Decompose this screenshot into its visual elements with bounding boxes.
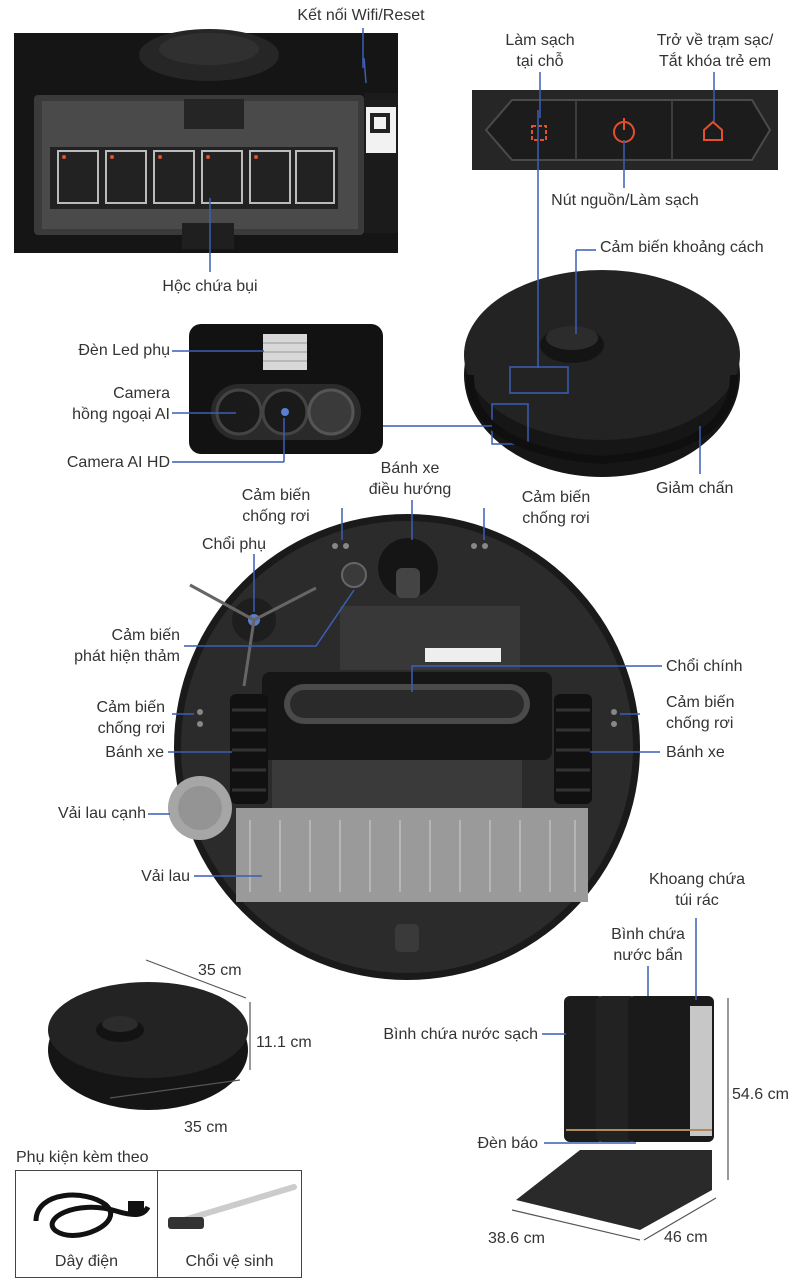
accessories-divider xyxy=(157,1171,158,1277)
station-depth-label: 38.6 cm xyxy=(488,1230,545,1247)
carpet-sensor-label-2: phát hiện thảm xyxy=(74,648,180,665)
accessories-illustration xyxy=(33,1184,297,1238)
bag-compartment-label-1: Khoang chứa xyxy=(648,871,746,888)
return-dock-label-1: Trở về trạm sạc/ xyxy=(656,32,774,49)
control-panel-illustration xyxy=(472,90,778,170)
spot-clean-icon xyxy=(531,125,547,141)
dirty-tank-label-2: nước bẩn xyxy=(613,947,683,964)
indicator-label: Đèn báo xyxy=(477,1135,539,1152)
side-brush-label: Chổi phụ xyxy=(201,536,267,553)
wheel-right-label: Bánh xe xyxy=(666,744,725,761)
dust-box-photo xyxy=(14,29,398,253)
carpet-sensor-label-1: Cảm biến xyxy=(111,627,180,644)
robot-width-bottom-label: 35 cm xyxy=(184,1119,228,1136)
cliff-sensor-front-right-label-2: chống rơi xyxy=(522,510,590,527)
dirty-tank-label-1: Bình chứa xyxy=(611,926,685,943)
main-brush-label: Chổi chính xyxy=(666,658,743,675)
cliff-sensor-left-label-1: Cảm biến xyxy=(96,699,165,716)
wifi-reset-label: Kết nối Wifi/Reset xyxy=(297,7,425,24)
cliff-sensor-front-right-label-1: Cảm biến xyxy=(521,489,591,506)
dust-box-label: Hộc chứa bụi xyxy=(162,278,258,295)
spot-clean-label-1: Làm sạch xyxy=(505,32,575,49)
cliff-sensor-front-left-label-1: Cảm biến xyxy=(241,487,311,504)
return-dock-label-2: Tắt khóa trẻ em xyxy=(658,53,772,70)
distance-sensor-label: Cảm biến khoảng cách xyxy=(600,239,764,256)
home-icon xyxy=(703,120,723,141)
dust-box-illustration xyxy=(34,29,398,249)
station-height-label: 54.6 cm xyxy=(732,1086,789,1103)
cliff-sensor-right-label-1: Cảm biến xyxy=(666,694,735,711)
robot-width-top-label: 35 cm xyxy=(198,962,242,979)
hd-camera-label: Camera AI HD xyxy=(66,454,170,471)
accessories-title: Phụ kiện kèm theo xyxy=(16,1149,149,1166)
cliff-sensor-right-label-2: chống rơi xyxy=(666,715,734,732)
ir-camera-label-1: Camera xyxy=(113,385,170,402)
bag-compartment-label-2: túi rác xyxy=(675,892,719,909)
cliff-sensor-front-left-label-2: chống rơi xyxy=(242,508,310,525)
aux-led-label: Đèn Led phụ xyxy=(78,342,170,359)
wheel-left-label: Bánh xe xyxy=(105,744,164,761)
cliff-sensor-left-label-2: chống rơi xyxy=(97,720,165,737)
station-width-label: 46 cm xyxy=(664,1229,708,1246)
nav-wheel-label-1: Bánh xe xyxy=(380,460,440,477)
cleaning-brush-label: Chổi vệ sinh xyxy=(185,1253,274,1270)
power-button-label: Nút nguồn/Làm sạch xyxy=(551,192,699,209)
power-cord-label: Dây điện xyxy=(54,1253,119,1270)
camera-module-photo xyxy=(189,324,383,454)
clean-tank-label: Bình chứa nước sạch xyxy=(383,1026,538,1043)
control-panel-photo xyxy=(472,90,778,170)
nav-wheel-label-2: điều hướng xyxy=(368,481,452,498)
edge-mop-label: Vải lau cạnh xyxy=(57,805,146,822)
ir-camera-label-2: hồng ngoại AI xyxy=(72,406,170,423)
camera-module-illustration xyxy=(211,334,361,440)
bumper-label: Giảm chấn xyxy=(656,480,734,497)
accessories-box: Dây điện Chổi vệ sinh xyxy=(15,1170,302,1278)
spot-clean-label-2: tại chỗ xyxy=(516,53,564,70)
robot-height-label: 11.1 cm xyxy=(256,1034,312,1051)
mop-label: Vải lau xyxy=(141,868,190,885)
